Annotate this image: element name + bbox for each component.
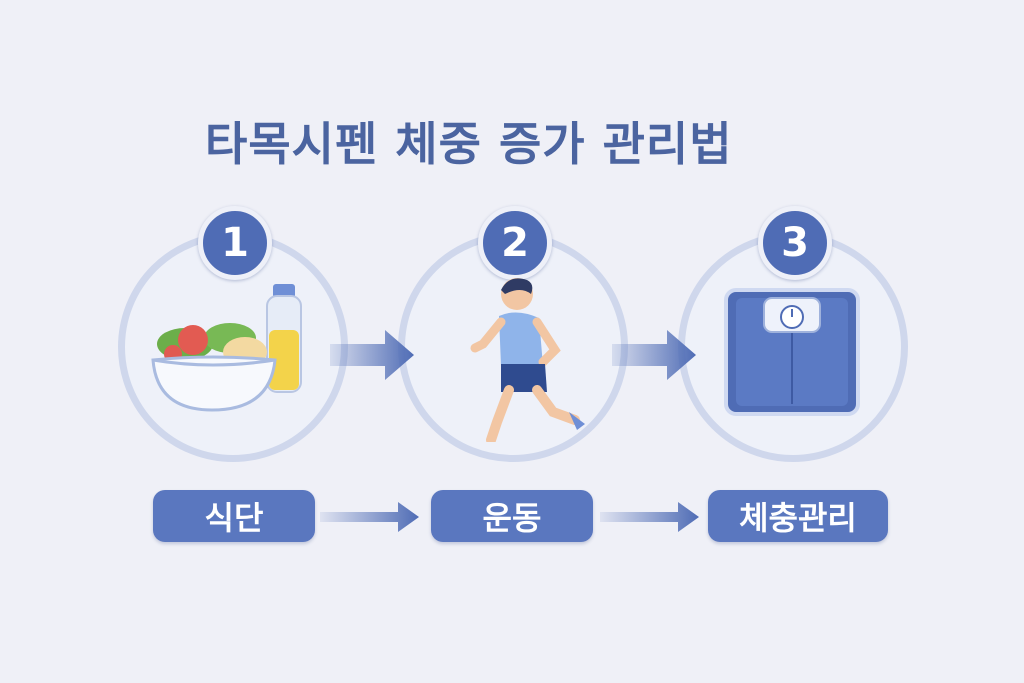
arrow-right-icon bbox=[612, 330, 696, 380]
page-title: 타목시펜 체중 증가 관리법 bbox=[205, 117, 733, 171]
arrow-right-icon bbox=[320, 502, 419, 532]
step-1-number-badge: 1 bbox=[198, 206, 272, 280]
step-1-label: 식단 bbox=[153, 490, 315, 542]
arrow-right-icon bbox=[600, 502, 699, 532]
step-2-label: 운동 bbox=[431, 490, 593, 542]
step-2-number-badge: 2 bbox=[478, 206, 552, 280]
step-3-label: 체충관리 bbox=[708, 490, 888, 542]
arrow-right-icon bbox=[330, 330, 414, 380]
bathroom-scale-icon bbox=[724, 288, 860, 416]
running-person-icon bbox=[470, 278, 585, 442]
salad-bowl-and-bottle-icon bbox=[151, 284, 302, 412]
step-3-number-badge: 3 bbox=[758, 206, 832, 280]
